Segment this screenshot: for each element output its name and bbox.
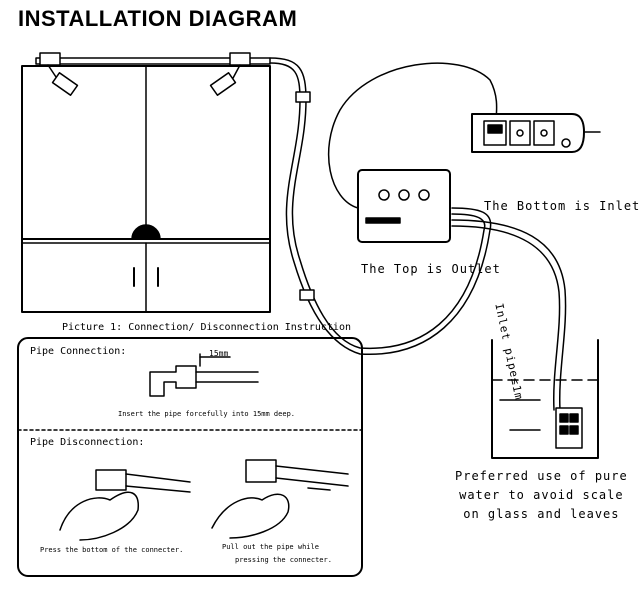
note-preferred-water: Preferred use of pure water to avoid sca…: [455, 467, 628, 524]
water-container: [491, 339, 599, 459]
power-strip: [471, 113, 601, 153]
label-pipe-disconnection: Pipe Disconnection:: [30, 437, 145, 448]
label-15mm: 15mm: [209, 349, 229, 358]
pump-controller: [357, 169, 451, 243]
note-line-2: water to avoid scale: [459, 488, 624, 502]
top-pipe-rail: [35, 52, 271, 96]
label-top-outlet: The Top is Outlet: [361, 262, 501, 276]
label-press-instruction: Press the bottom of the connecter.: [40, 546, 184, 554]
instruction-panel: [17, 337, 363, 577]
aquarium-cabinet: [21, 65, 271, 313]
water-pipes: [269, 57, 567, 411]
label-pull-instruction-1: Pull out the pipe while: [222, 543, 319, 551]
label-picture-caption: Picture 1: Connection/ Disconnection Ins…: [62, 322, 351, 333]
power-cable: [327, 62, 498, 209]
page-title: INSTALLATION DIAGRAM: [18, 6, 298, 31]
label-insert-instruction: Insert the pipe forcefully into 15mm dee…: [118, 410, 296, 418]
note-line-3: on glass and leaves: [463, 507, 620, 521]
label-pipe-connection: Pipe Connection:: [30, 346, 127, 357]
label-bottom-inlet: The Bottom is Inlet: [484, 199, 640, 213]
label-pull-instruction-2: pressing the connecter.: [235, 556, 332, 564]
note-line-1: Preferred use of pure: [455, 469, 628, 483]
